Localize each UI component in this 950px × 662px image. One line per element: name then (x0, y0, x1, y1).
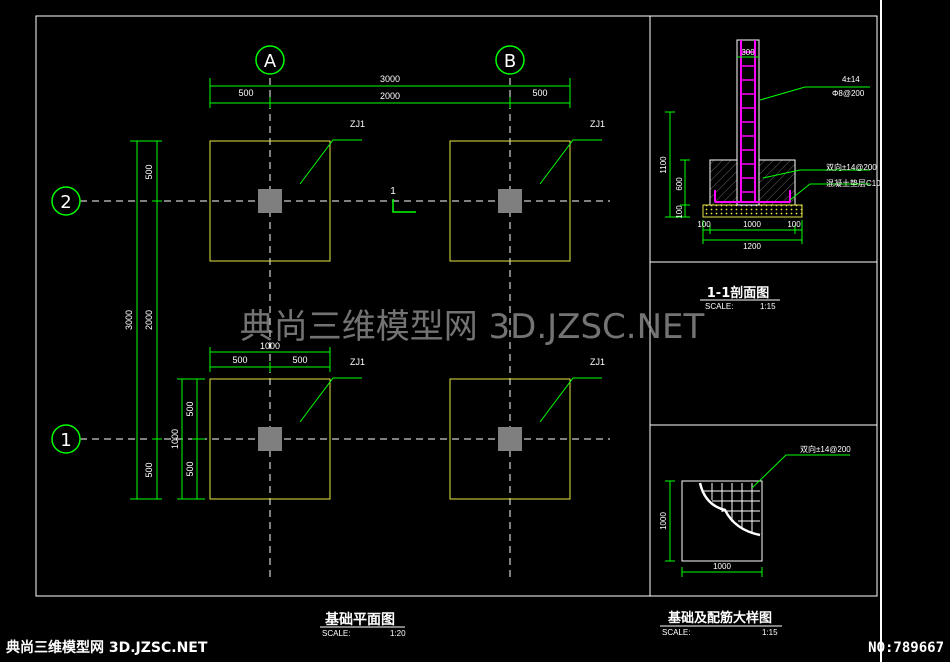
dim-left-top: 500 (144, 164, 154, 179)
axis-label-b: B (504, 51, 516, 72)
dim-top-total: 3000 (380, 74, 400, 84)
axis-bubble-1: 1 (51, 424, 81, 454)
section-scale-label: SCALE: (705, 302, 733, 311)
detail-title: 基础及配筋大样图 (667, 610, 772, 626)
plan-scale-label: SCALE: (322, 629, 350, 638)
footer-number: NO:789667 (868, 640, 944, 656)
dim-footing-total: 1000 (260, 341, 280, 351)
dim-left-bot: 500 (144, 462, 154, 477)
concrete-note: 混凝土垫层C10 (826, 178, 881, 188)
dimension-inner (177, 378, 205, 500)
axis-bubble-2: 2 (51, 186, 81, 216)
section-dim-column: 300 (741, 48, 755, 57)
watermark-text: 典尚三维模型网 3D.JZSC.NET (240, 307, 705, 347)
rebar-stirrup-label: Φ8@200 (832, 89, 865, 98)
concrete-pad (702, 204, 803, 218)
detail-scale-label: SCALE: (662, 628, 690, 637)
detail-scale-value: 1:15 (762, 628, 778, 637)
axis-lines (80, 78, 610, 580)
footing-label: ZJ1 (350, 119, 365, 129)
section-cut-marker: 1 (390, 186, 416, 213)
plan-scale-value: 1:20 (390, 629, 406, 638)
stirrups (741, 51, 755, 193)
footings (209, 140, 571, 500)
plan-title-block: 基础平面图 SCALE: 1:20 (320, 611, 406, 638)
section-dim-pad: 100 (675, 205, 684, 219)
axis-bubble-b: B (495, 45, 525, 75)
axis-label-a: A (264, 51, 277, 72)
section-dim-height: 1100 (659, 156, 668, 174)
dim-inner-total: 1000 (170, 429, 180, 449)
dimension-top (209, 78, 571, 108)
dim-footing-left: 500 (232, 355, 247, 365)
columns (258, 189, 522, 451)
dim-inner-top: 500 (185, 401, 195, 416)
axis-label-1: 1 (60, 430, 71, 451)
plan-view: A B 2 1 (51, 45, 610, 638)
column-b2 (498, 189, 522, 213)
section-leaders (759, 86, 870, 201)
section-dim-b-left: 100 (697, 220, 711, 229)
dim-top-left: 500 (238, 88, 253, 98)
dimension-footing (209, 347, 331, 372)
dim-footing-right: 500 (292, 355, 307, 365)
rebar-main-label: 4±14 (842, 75, 860, 84)
footer-brand: 典尚三维模型网 3D.JZSC.NET (6, 639, 208, 656)
dim-left-total: 3000 (124, 310, 134, 330)
footing-b1 (449, 378, 571, 500)
detail-dim-v: 1000 (659, 512, 668, 530)
section-scale-value: 1:15 (760, 302, 776, 311)
section-dim-b-right: 100 (787, 220, 801, 229)
dim-inner-bot: 500 (185, 461, 195, 476)
detail-break-line (698, 482, 761, 537)
dim-top-right: 500 (532, 88, 547, 98)
footing-label: ZJ1 (350, 357, 365, 367)
section-dim-b-mid: 1000 (743, 220, 761, 229)
dim-top-mid: 2000 (380, 91, 400, 101)
dim-left-mid: 2000 (144, 310, 154, 330)
axis-label-2: 2 (60, 192, 71, 213)
column-a1 (258, 427, 282, 451)
column-a2 (258, 189, 282, 213)
column-b1 (498, 427, 522, 451)
axis-bubble-a: A (255, 45, 285, 75)
detail-dim-h: 1000 (713, 562, 731, 571)
section-dim-b-total: 1200 (743, 242, 761, 251)
detail-rebar-grid (704, 483, 760, 533)
section-title: 1-1剖面图 (707, 285, 770, 301)
detail-rebar-label: 双向±14@200 (800, 444, 851, 454)
section-dim-footing: 600 (675, 177, 684, 191)
section-cut-number: 1 (390, 186, 396, 197)
footing-a2 (209, 140, 331, 262)
detail-view: 双向±14@200 1000 1000 基础及配筋大样图 SCALE: 1:15 (659, 444, 851, 637)
detail-outline (681, 480, 763, 562)
plan-title: 基础平面图 (325, 611, 395, 628)
dimension-left (130, 140, 162, 500)
footing-b2 (449, 140, 571, 262)
footing-a1 (209, 378, 331, 500)
drawing-frame (35, 0, 882, 662)
section-view: 300 4±14 Φ8@200 双向±14@200 混凝土垫层C10 1100 … (659, 39, 881, 311)
footing-label: ZJ1 (590, 119, 605, 129)
footing-label: ZJ1 (590, 357, 605, 367)
rebar-bottom-label: 双向±14@200 (826, 162, 877, 172)
footing-leaders (299, 139, 602, 423)
